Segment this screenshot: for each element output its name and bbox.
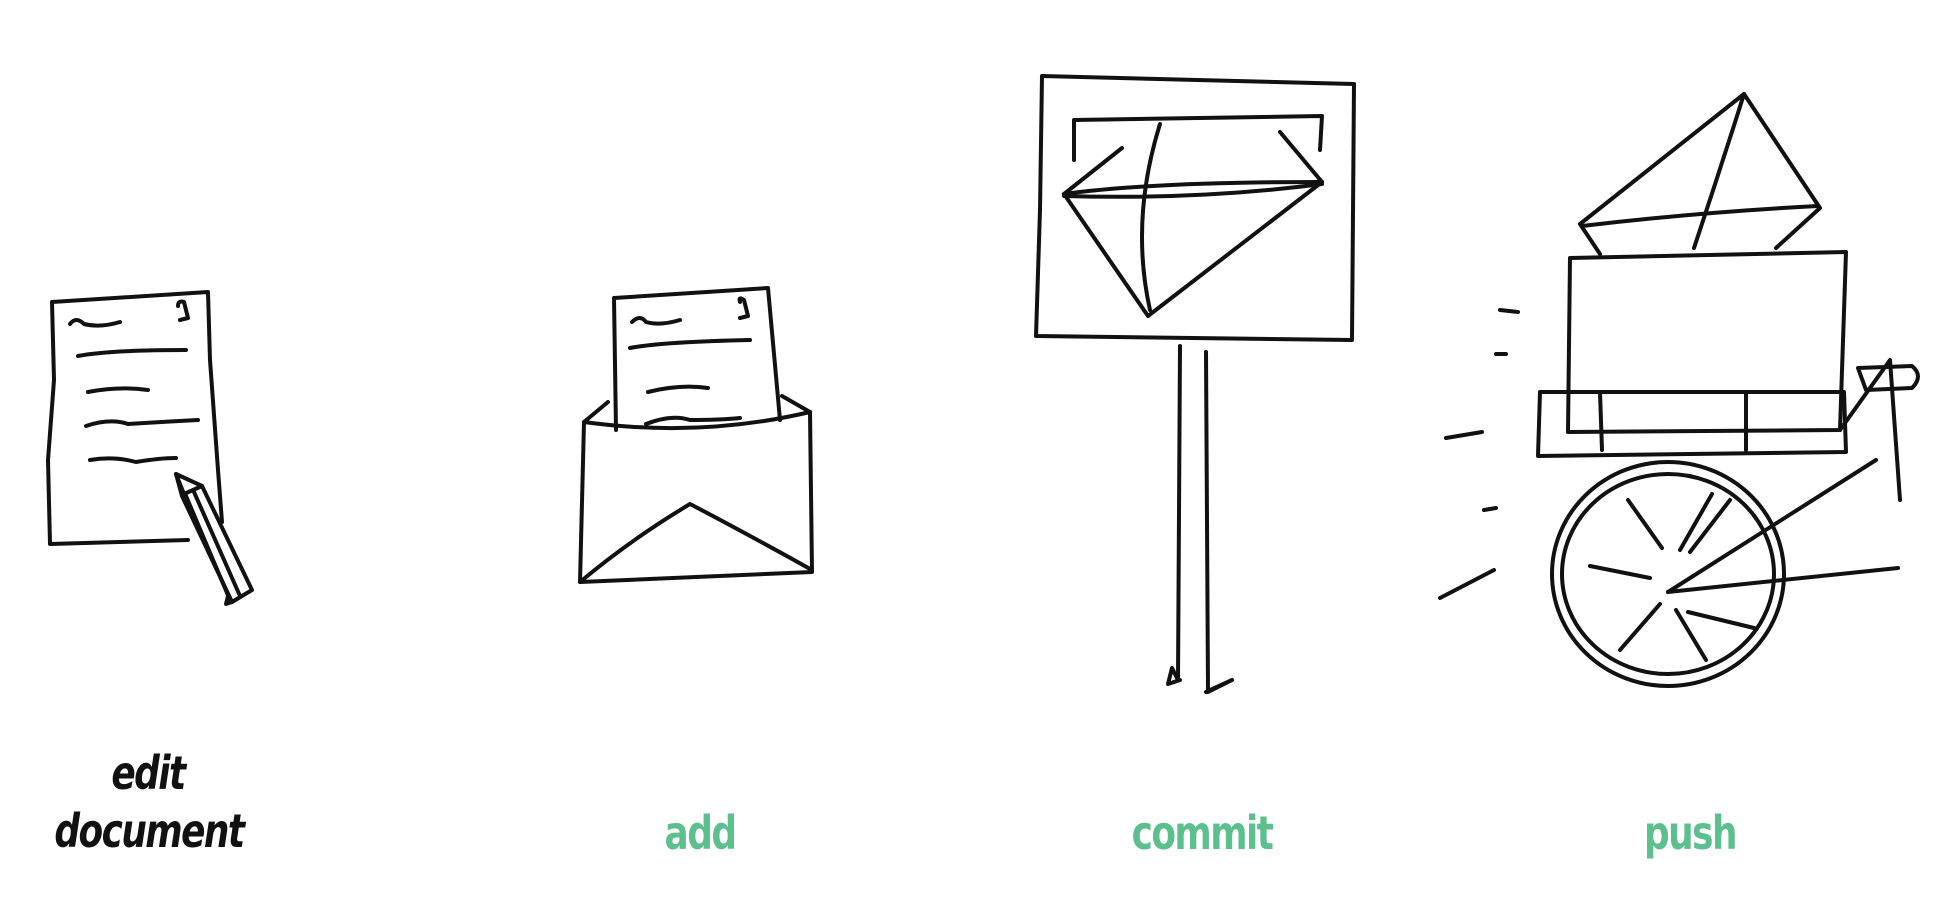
step-label-edit: edit document: [54, 744, 245, 860]
delivery-cart-icon: [1438, 92, 1920, 688]
step-label-edit-line1: edit: [111, 746, 186, 800]
document-pencil-icon: [46, 290, 254, 606]
step-label-add: add: [664, 806, 737, 860]
mailbox-icon: [1034, 74, 1356, 694]
step-label-push: push: [1644, 806, 1737, 860]
step-label-commit: commit: [1131, 806, 1274, 860]
envelope-with-letter-icon: [578, 286, 814, 584]
step-label-edit-line2: document: [54, 804, 245, 858]
